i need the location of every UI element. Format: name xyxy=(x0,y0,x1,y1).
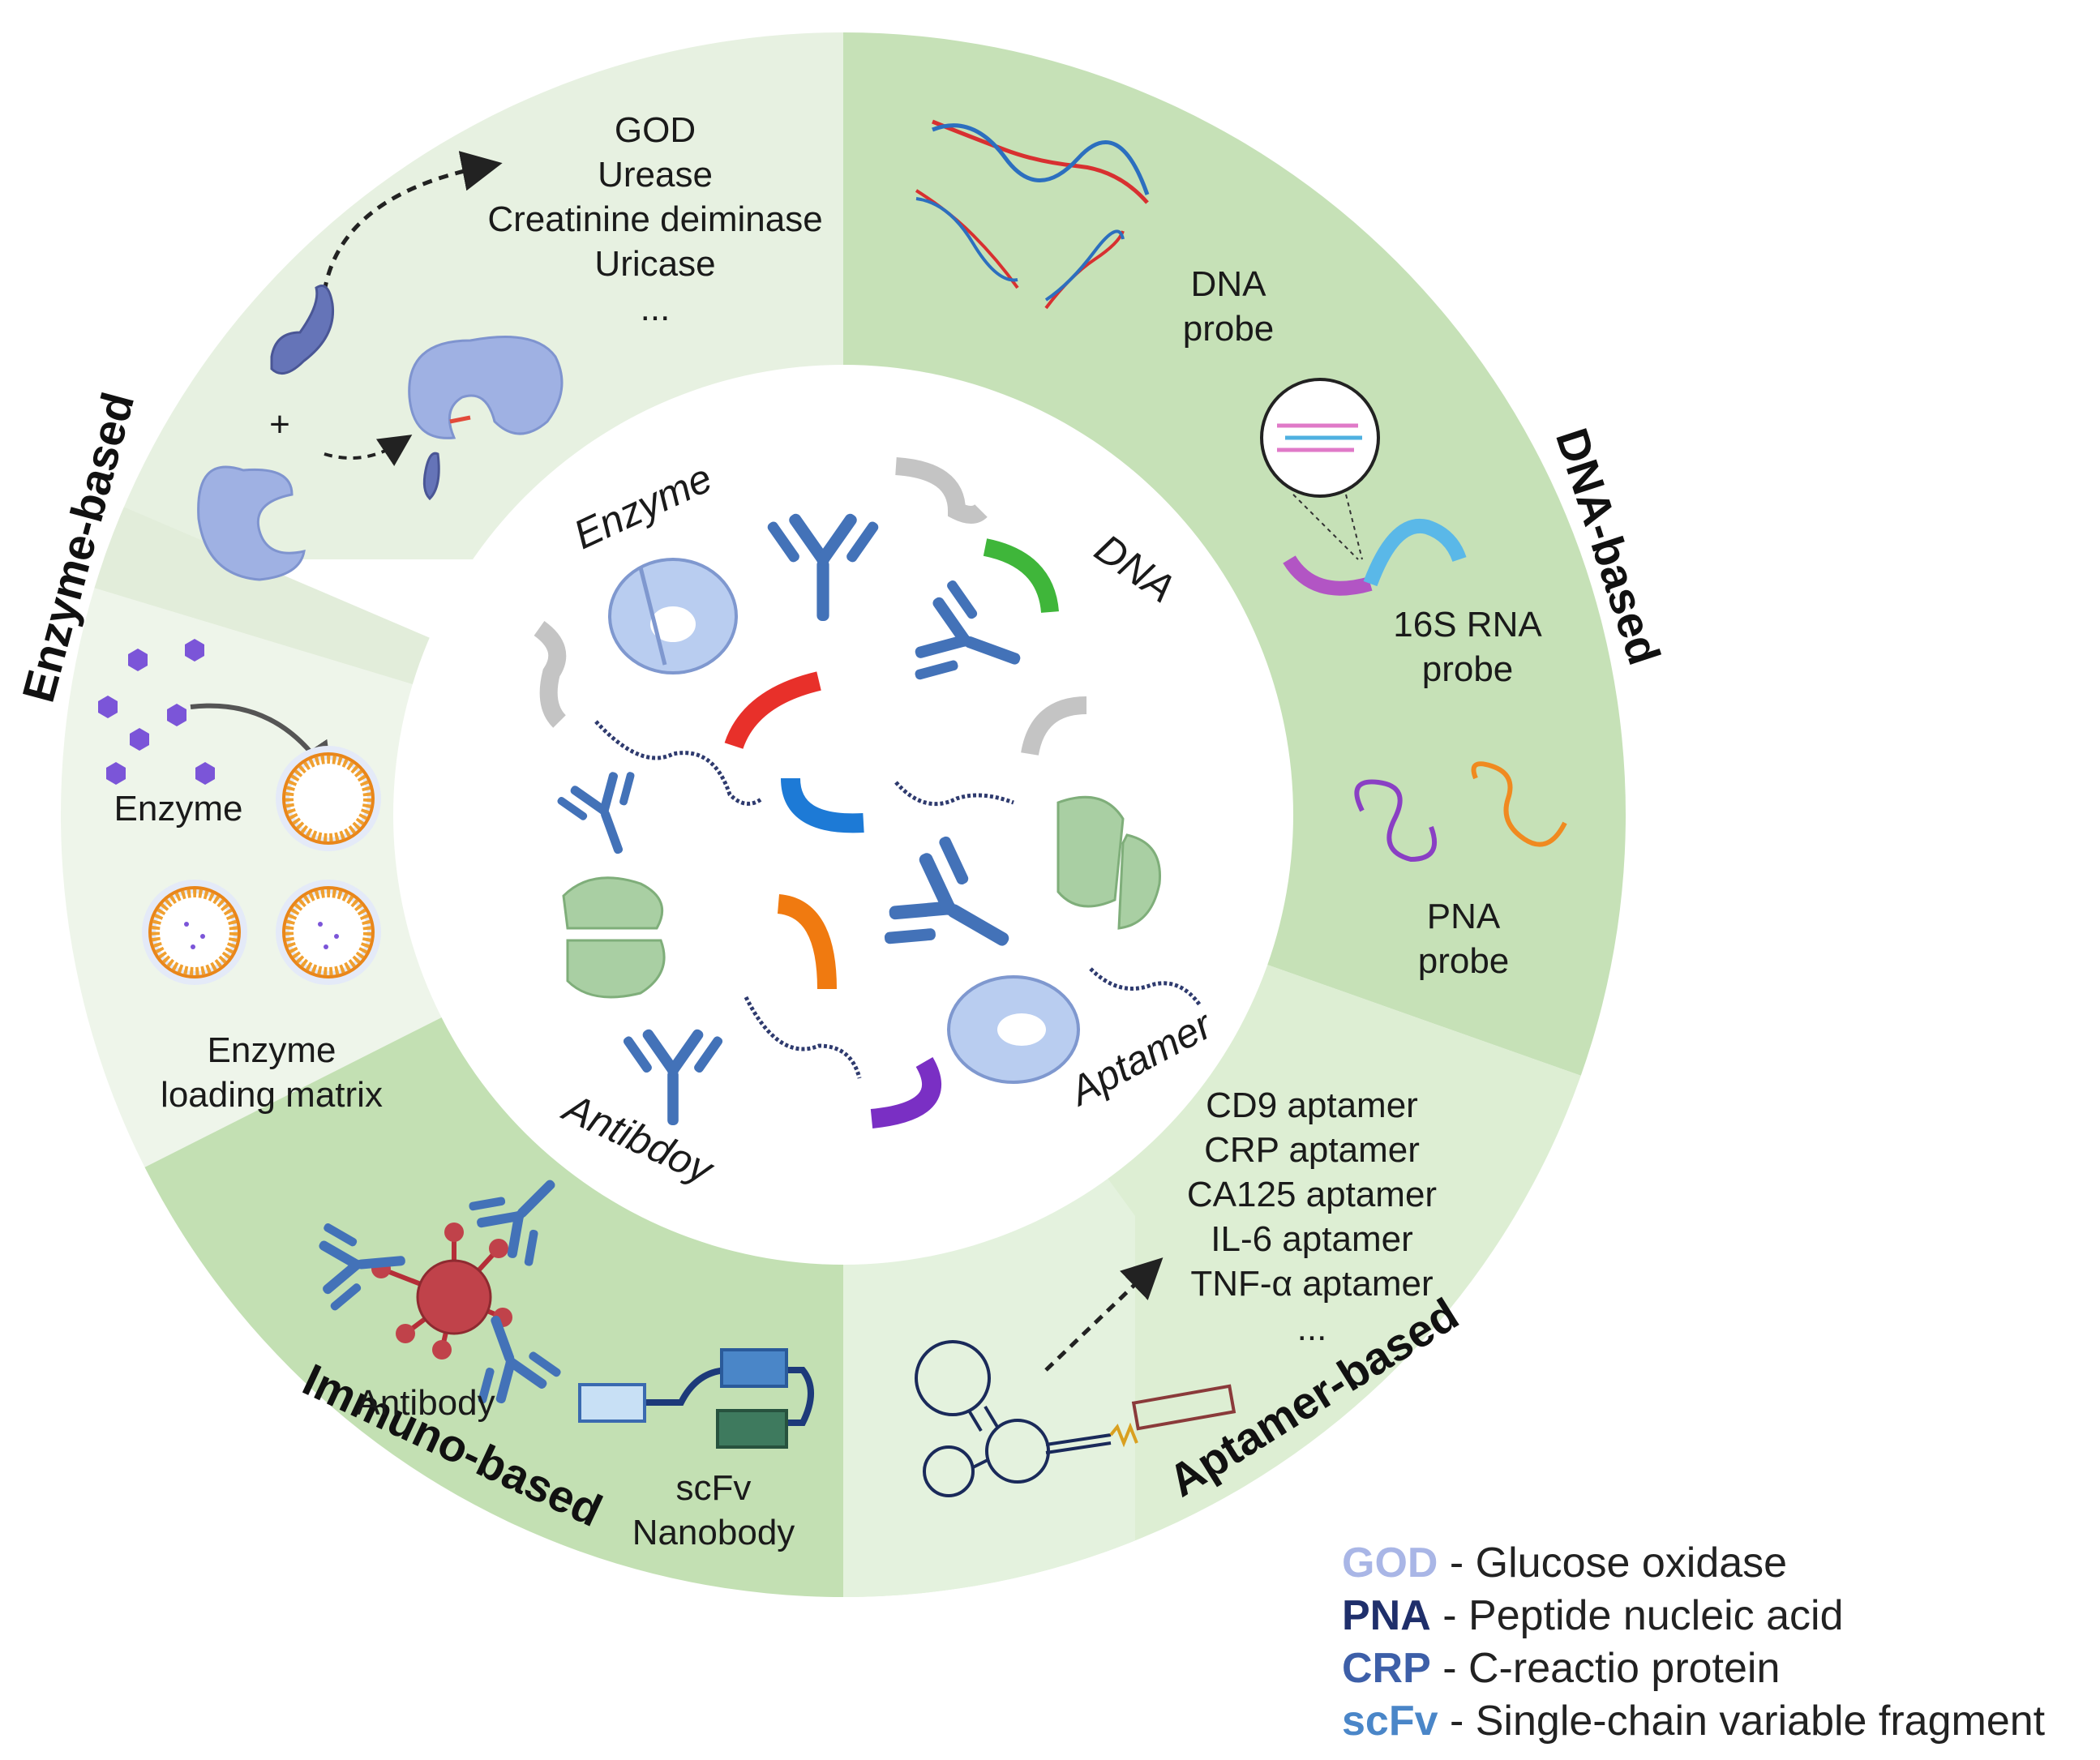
legend-abbr: GOD xyxy=(1342,1539,1438,1587)
enzyme-list-item: Urease xyxy=(598,155,713,195)
loaded-liposome-icon xyxy=(142,880,247,985)
enzyme-label: Enzyme xyxy=(114,789,243,829)
dna-strand-icon xyxy=(1089,967,1202,1007)
aptamer-arc-blue xyxy=(781,777,864,833)
aptamer-hairpin-icon xyxy=(915,1340,1236,1497)
legend-entry: CRP - C-reactio protein xyxy=(1342,1645,1780,1692)
aptamer-arc-green xyxy=(983,538,1059,614)
enzyme-icon xyxy=(608,558,738,674)
legend-def: - Single-chain variable fragment xyxy=(1438,1698,2046,1745)
dashed-arrow xyxy=(1044,1257,1164,1372)
legend-abbr: scFv xyxy=(1342,1698,1438,1745)
dna-strand-icon xyxy=(744,996,862,1079)
substrate-icon xyxy=(270,285,335,375)
plus-sign: + xyxy=(269,405,290,444)
antibody-label: Antibody xyxy=(356,1383,495,1423)
magnifier-icon xyxy=(1260,378,1380,560)
pna-probe-label: probe xyxy=(1418,941,1510,981)
immuno-section: Antibody scFv Nanobody xyxy=(315,1150,814,1552)
aptamer-list-item: CRP aptamer xyxy=(1204,1130,1420,1170)
scfv-icon xyxy=(578,1348,814,1449)
pna-strand-icon xyxy=(1471,761,1567,847)
rna-probe-label: 16S RNA xyxy=(1393,605,1542,644)
aptamer-arc-purple xyxy=(870,1056,941,1128)
enzyme-list-item: Creatinine deiminase xyxy=(487,199,822,239)
dna-strand-icon xyxy=(894,781,1014,807)
legend-entry: scFv - Single-chain variable fragment xyxy=(1342,1698,2046,1745)
pna-strand-icon xyxy=(1354,779,1437,863)
aptamer-arc-gray xyxy=(1021,696,1087,756)
protein-icon xyxy=(1056,795,1161,930)
legend-def: - Peptide nucleic acid xyxy=(1431,1592,1844,1639)
enzyme-list-item: Uricase xyxy=(594,244,715,284)
enzyme-substrate-complex-icon xyxy=(408,336,564,501)
legend: GOD - Glucose oxidase PNA - Peptide nucl… xyxy=(1342,1539,2046,1745)
aptamer-list-item: ... xyxy=(1297,1308,1327,1348)
fragment-label: scFv xyxy=(676,1468,752,1508)
loaded-liposome-icon xyxy=(276,880,381,985)
legend-entry: PNA - Peptide nucleic acid xyxy=(1342,1592,1844,1639)
enzyme-blob-icon xyxy=(197,465,306,581)
liposome-icon xyxy=(276,746,381,851)
aptamer-section: CD9 aptamer CRP aptamer CA125 aptamer IL… xyxy=(915,1086,1437,1497)
matrix-label: loading matrix xyxy=(161,1075,383,1115)
rna-probe-label: probe xyxy=(1422,649,1514,689)
enzyme-icon xyxy=(947,975,1080,1084)
legend-def: - Glucose oxidase xyxy=(1438,1539,1787,1587)
rna-probe-icon xyxy=(1283,555,1373,596)
enzyme-molecules xyxy=(98,639,215,785)
aptamer-list-item: TNF-α aptamer xyxy=(1190,1264,1433,1304)
aptamer-arc-gray xyxy=(534,621,567,728)
aptamer-arc-orange xyxy=(777,894,837,990)
rna-probe-icon xyxy=(1363,518,1467,587)
enzyme-list-item: ... xyxy=(641,289,671,328)
legend-def: - C-reactio protein xyxy=(1431,1645,1781,1692)
aptamer-list-item: IL-6 aptamer xyxy=(1211,1219,1412,1259)
legend-abbr: CRP xyxy=(1342,1645,1431,1692)
dna-section: DNA probe 16S RNA probe PNA probe xyxy=(915,119,1567,981)
aptamer-arc-gray xyxy=(895,457,988,524)
double-helix-icon xyxy=(915,119,1150,310)
pna-probe-label: PNA xyxy=(1427,897,1501,936)
fragment-label: Nanobody xyxy=(632,1513,795,1552)
matrix-label: Enzyme xyxy=(208,1030,336,1070)
dashed-arrow xyxy=(322,151,503,293)
aptamer-arc-red xyxy=(724,671,821,750)
aptamer-list-item: CA125 aptamer xyxy=(1187,1175,1437,1214)
dna-strand-icon xyxy=(594,720,764,806)
enzyme-section: GOD Urease Creatinine deiminase Uricase … xyxy=(98,110,823,1115)
enzyme-list-item: GOD xyxy=(615,110,696,150)
aptamer-list-item: CD9 aptamer xyxy=(1206,1086,1418,1125)
legend-entry: GOD - Glucose oxidase xyxy=(1342,1539,1787,1587)
protein-icon xyxy=(562,876,666,999)
dna-probe-label: probe xyxy=(1183,309,1275,349)
virus-antibody-icon xyxy=(315,1150,585,1413)
dna-probe-label: DNA xyxy=(1191,264,1267,304)
legend-abbr: PNA xyxy=(1342,1592,1431,1639)
